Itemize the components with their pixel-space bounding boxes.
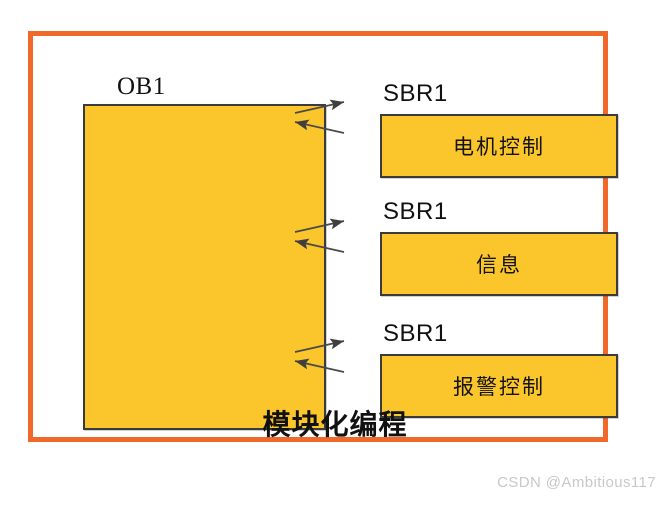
ob1-block[interactable]: [83, 104, 326, 430]
sbr1-block-alarm-control[interactable]: 报警控制: [380, 354, 618, 418]
sbr1-label-2: SBR1: [383, 198, 448, 225]
sbr1-label-3: SBR1: [383, 320, 448, 347]
sbr1-block-text-3: 报警控制: [453, 375, 545, 399]
diagram-frame: OB1 SBR1 电机控制 SBR1 信息 SBR1 报警控制 模块化编程: [28, 31, 618, 442]
watermark: CSDN @Ambitious117: [497, 474, 656, 491]
diagram-caption: 模块化编程: [262, 408, 408, 441]
sbr1-block-text-1: 电机控制: [453, 135, 545, 159]
sbr1-block-text-2: 信息: [476, 253, 522, 277]
sbr1-label-1: SBR1: [383, 80, 448, 107]
sbr1-block-information[interactable]: 信息: [380, 232, 618, 296]
sbr1-block-motor-control[interactable]: 电机控制: [380, 114, 618, 178]
ob1-label: OB1: [117, 73, 166, 100]
